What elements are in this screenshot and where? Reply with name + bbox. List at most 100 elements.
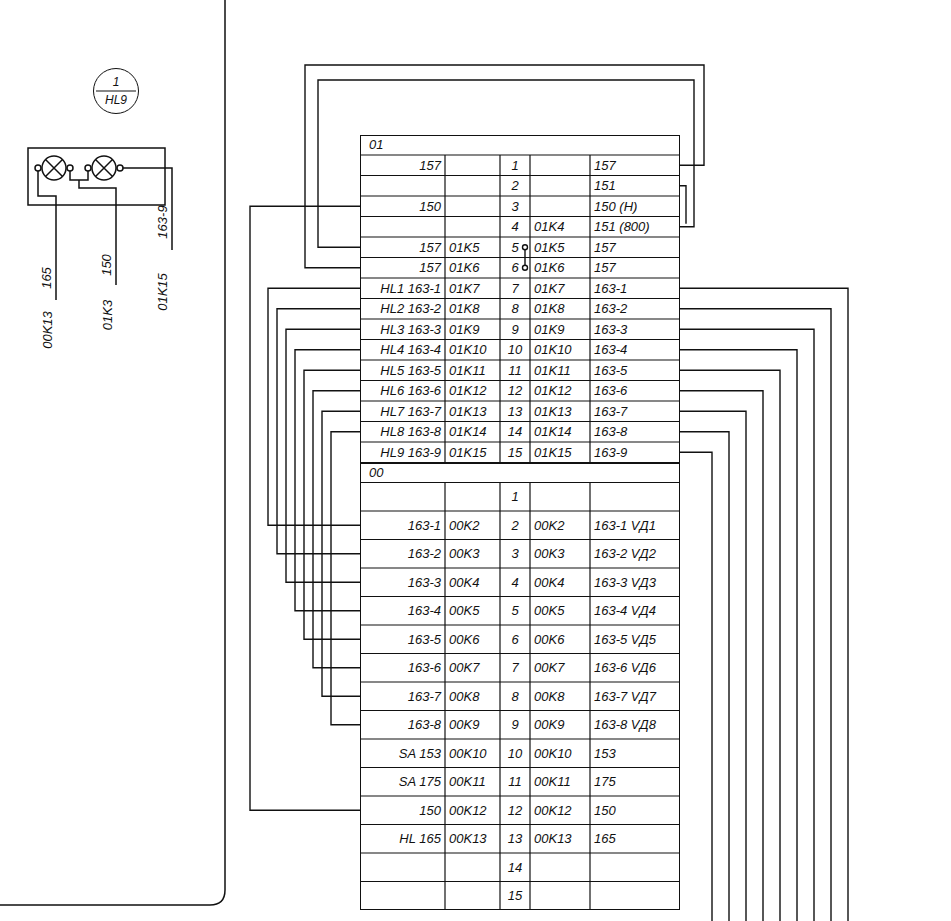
terminal-cell: HL3 163-3 — [360, 319, 445, 340]
terminal-cell: 150 — [590, 796, 680, 825]
terminal-cell: HL 165 — [360, 825, 445, 854]
wire — [680, 432, 729, 921]
grid-line — [360, 795, 680, 796]
terminal-cell: 01K11 — [445, 360, 500, 381]
terminal-cell: HL6 163-6 — [360, 381, 445, 402]
grid-line — [360, 216, 680, 217]
terminal-cell: 01K13 — [530, 401, 590, 422]
terminal-cell: 1 — [500, 155, 530, 176]
grid-line — [360, 277, 680, 278]
lamp-wire — [38, 171, 56, 300]
wire-label: 01K3 — [100, 300, 115, 330]
terminal-cell: 4 — [500, 217, 530, 238]
terminal-cell: SA 153 — [360, 739, 445, 768]
terminal-cell: 01K6 — [445, 258, 500, 279]
terminal-cell: 01K6 — [530, 258, 590, 279]
lamp-terminal — [35, 165, 41, 171]
grid-line — [360, 482, 680, 483]
terminal-cell: 7 — [500, 278, 530, 299]
terminal-grid — [360, 155, 680, 910]
lamp-wire — [123, 168, 172, 250]
terminal-cell: 163-6 — [360, 654, 445, 683]
grid-line — [360, 624, 680, 625]
grid-line — [499, 483, 500, 911]
terminal-cell: 01K11 — [530, 360, 590, 381]
terminal-cell: HL7 163-7 — [360, 401, 445, 422]
terminal-cell: 01K12 — [445, 381, 500, 402]
terminal-cell: 12 — [500, 381, 530, 402]
wire — [680, 370, 780, 921]
terminal-cell: 01K7 — [530, 278, 590, 299]
terminal-cell: 13 — [500, 401, 530, 422]
terminal-cell: 00K12 — [530, 796, 590, 825]
terminal-cell: 163-3 — [360, 568, 445, 597]
grid-line — [360, 421, 680, 422]
terminal-cell: 01K15 — [530, 442, 590, 463]
wire-connector — [286, 329, 360, 582]
terminal-cell: 9 — [500, 711, 530, 740]
grid-line — [360, 400, 680, 401]
terminal-cell: 00K5 — [445, 597, 500, 626]
terminal-cell: 150 — [360, 196, 445, 217]
terminal-cell: 01K14 — [530, 422, 590, 443]
lamp-terminal — [85, 165, 91, 171]
grid-line — [444, 483, 445, 911]
terminal-cell: 163-5 — [590, 360, 680, 381]
grid-line — [360, 881, 680, 882]
wire-connector — [331, 432, 360, 725]
terminal-cell: 157 — [590, 155, 680, 176]
terminal-cell: 8 — [500, 682, 530, 711]
terminal-cell: 163-7 — [360, 682, 445, 711]
terminal-cell: 163-7 VД7 — [590, 682, 680, 711]
terminal-cell: 163-9 — [590, 442, 680, 463]
lamp-cross — [96, 160, 113, 177]
terminal-cell: 163-5 VД5 — [590, 625, 680, 654]
wire-connector — [295, 350, 360, 611]
grid-line — [360, 567, 680, 568]
lamp-terminal — [117, 165, 123, 171]
terminal-cell: 163-5 — [360, 625, 445, 654]
terminal-cell: 163-7 — [590, 401, 680, 422]
grid-line — [360, 359, 680, 360]
terminal-cell: 157 — [590, 237, 680, 258]
terminal-cell: 175 — [590, 768, 680, 797]
terminal-cell: 01K4 — [530, 217, 590, 238]
block-number: 01 — [361, 136, 679, 154]
terminal-cell: 00K10 — [445, 739, 500, 768]
terminal-cell: HL2 163-2 — [360, 299, 445, 320]
terminal-cell: 3 — [500, 196, 530, 217]
terminal-cell: HL4 163-4 — [360, 340, 445, 361]
grid-line — [360, 175, 680, 176]
grid-line — [444, 155, 445, 463]
terminal-cell: 00K8 — [445, 682, 500, 711]
terminal-cell: 157 — [360, 258, 445, 279]
terminal-cell: 163-2 — [590, 299, 680, 320]
terminal-cell: 163-2 — [360, 540, 445, 569]
terminal-cell: SA 175 — [360, 768, 445, 797]
grid-line — [360, 596, 680, 597]
terminal-cell: 00K11 — [445, 768, 500, 797]
grid-line — [360, 154, 680, 155]
terminal-cell: 163-6 — [590, 381, 680, 402]
terminal-cell: 5 — [500, 597, 530, 626]
terminal-cell: HL8 163-8 — [360, 422, 445, 443]
jumper-dot — [523, 245, 528, 250]
grid-line — [499, 155, 500, 463]
terminal-cell: 00K9 — [530, 711, 590, 740]
terminal-cell: 7 — [500, 654, 530, 683]
terminal-cell: 11 — [500, 360, 530, 381]
callout-circle: 1HL9 — [93, 68, 139, 114]
lamp-symbol — [92, 156, 116, 180]
grid-line — [589, 155, 590, 463]
terminal-cell: 00K4 — [530, 568, 590, 597]
terminal-cell: 01K8 — [530, 299, 590, 320]
lamp-cross — [46, 160, 63, 177]
wire-label: 01K15 — [155, 273, 170, 311]
terminal-cell: 150 — [360, 796, 445, 825]
terminal-cell: 00K3 — [530, 540, 590, 569]
grid-line — [360, 510, 680, 511]
wire — [680, 391, 763, 921]
callout-number: HL9 — [105, 93, 127, 107]
terminal-cell: 3 — [500, 540, 530, 569]
terminal-cell: 00K2 — [445, 511, 500, 540]
